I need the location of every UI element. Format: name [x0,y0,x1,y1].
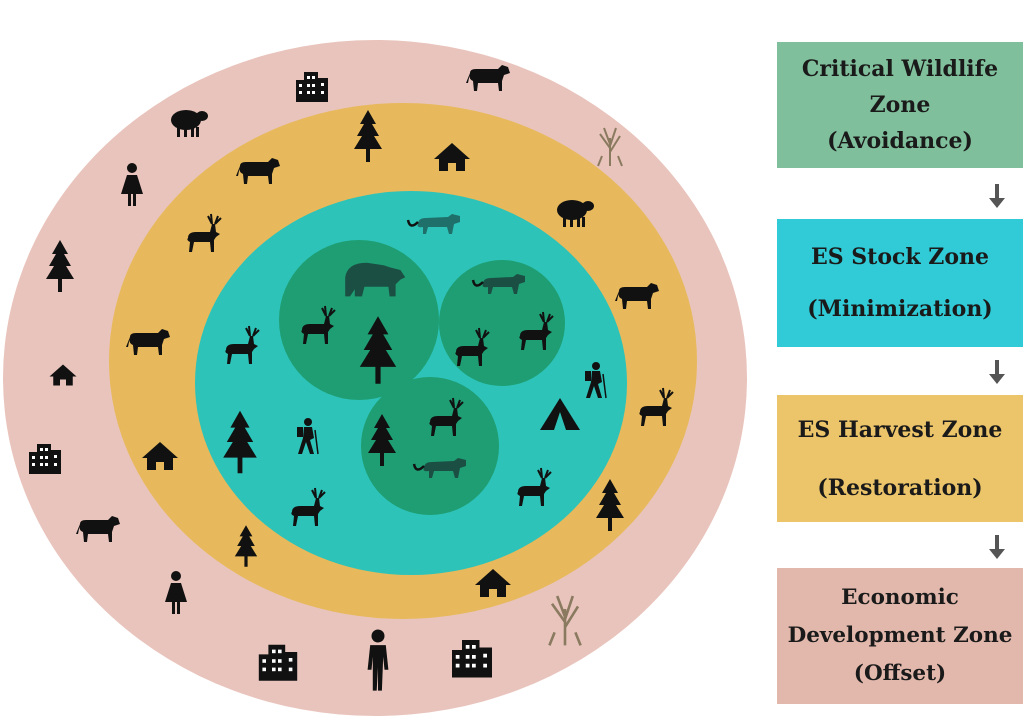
box-line: (Minimization) [807,296,993,322]
critical-core-bottom [361,377,499,515]
es-stock-zone-box: ES Stock Zone (Minimization) [777,219,1023,347]
box-line: ES Harvest Zone [797,416,1003,443]
box-line: Development Zone [787,623,1013,648]
box-line: Zone [869,92,931,118]
box-line: (Offset) [853,661,947,686]
arrow-down-icon [989,360,1005,384]
box-line: ES Stock Zone [810,244,990,270]
arrow-down-icon [989,184,1005,208]
critical-wildlife-zone-box: Critical Wildlife Zone (Avoidance) [777,42,1023,168]
box-line: (Restoration) [817,474,983,501]
arrow-down-icon [989,535,1005,559]
economic-development-zone-box: Economic Development Zone (Offset) [777,568,1023,704]
box-line: Critical Wildlife [801,56,999,82]
es-harvest-zone-box: ES Harvest Zone (Restoration) [777,395,1023,522]
box-line: Economic [841,585,959,610]
box-line: (Avoidance) [827,128,973,154]
